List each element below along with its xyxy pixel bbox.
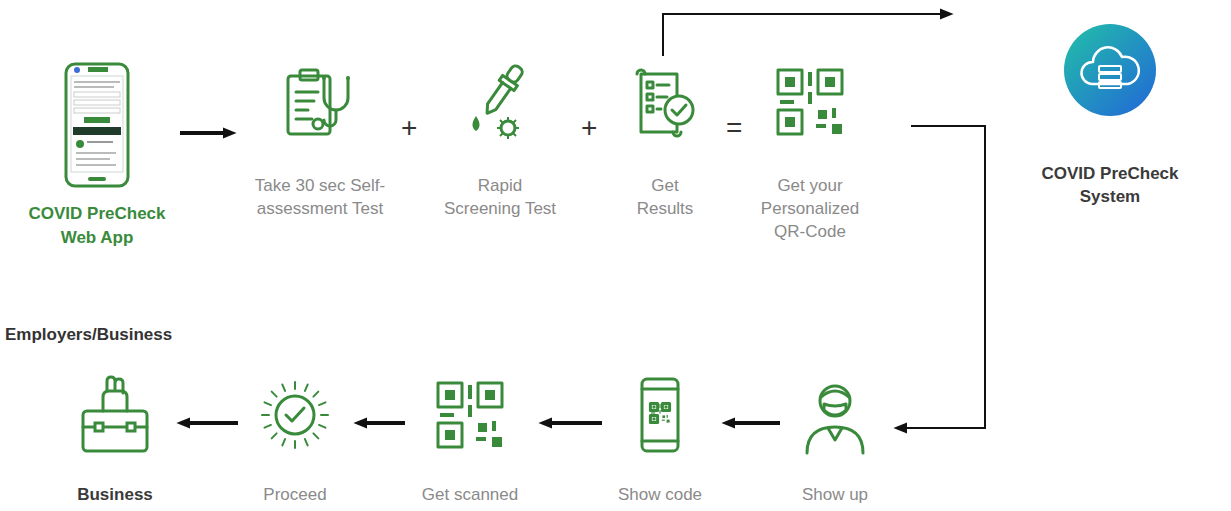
step-icon (1062, 22, 1158, 118)
step-icon (458, 62, 542, 146)
step-label: Business (65, 483, 165, 506)
step-icon (770, 62, 850, 142)
step-icon (255, 375, 335, 455)
step-label: COVID PreCheck Web App (22, 202, 172, 250)
flow-arrow (180, 131, 224, 135)
flow-arrow (551, 421, 602, 425)
step-icon (64, 62, 130, 188)
step-node: COVID PreCheck Web App (22, 62, 172, 250)
step-label: Take 30 sec Self-assessment Test (250, 174, 390, 220)
step-label: Show up (790, 483, 880, 506)
flow-arrow (189, 421, 238, 425)
step-label: Show code (612, 483, 708, 506)
flow-arrow (663, 14, 941, 56)
step-node: Show code (612, 375, 708, 506)
step-label: Get scanned (415, 483, 525, 506)
flow-arrow (734, 421, 780, 425)
step-node: Proceed (250, 375, 340, 506)
step-node: COVID PreCheck System (1035, 22, 1185, 208)
operator-sign: = (726, 112, 742, 144)
step-label: COVID PreCheck System (1035, 162, 1185, 208)
step-node: Show up (790, 375, 880, 506)
step-label: Proceed (250, 483, 340, 506)
flow-arrow (906, 126, 985, 428)
step-icon (623, 62, 707, 146)
step-icon (73, 375, 157, 459)
step-icon (795, 375, 875, 455)
step-node: Get your Personalized QR-Code (754, 62, 866, 243)
step-icon (620, 375, 700, 455)
step-node: Rapid Screening Test (438, 62, 562, 220)
step-icon (430, 375, 510, 455)
step-label: Rapid Screening Test (438, 174, 562, 220)
step-node: Business (65, 375, 165, 506)
operator-sign: + (401, 112, 417, 144)
group-heading: Employers/Business (5, 325, 172, 345)
step-icon (278, 62, 362, 146)
flow-arrow (366, 421, 405, 425)
step-node: Take 30 sec Self-assessment Test (250, 62, 390, 220)
step-label: Get Results (628, 174, 702, 220)
step-label: Get your Personalized QR-Code (754, 174, 866, 243)
operator-sign: + (581, 112, 597, 144)
step-node: Get scanned (415, 375, 525, 506)
step-node: Get Results (628, 62, 702, 220)
